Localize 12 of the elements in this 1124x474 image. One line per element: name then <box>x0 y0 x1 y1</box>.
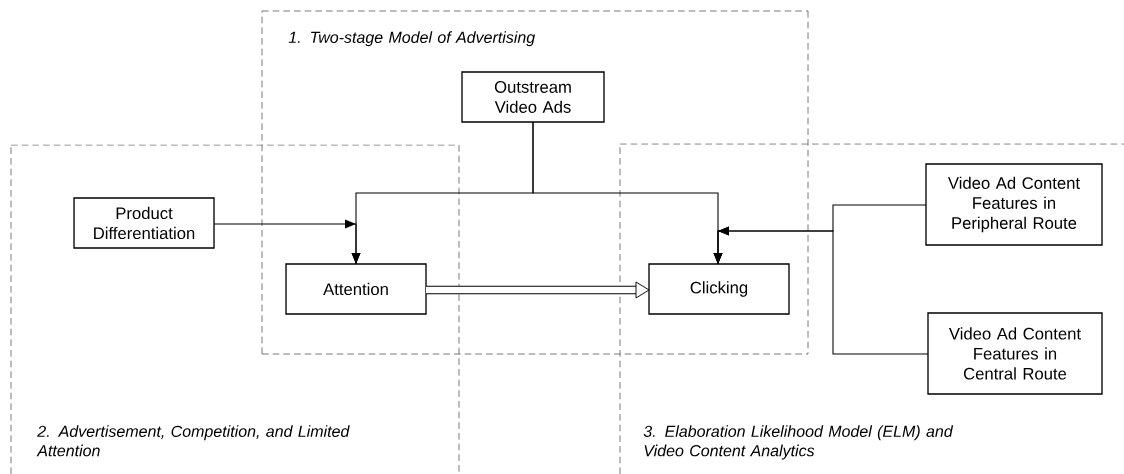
arrow <box>213 219 361 265</box>
region-title: 3. Elaboration Likelihood Model (ELM) and Video Content Analytics <box>643 425 954 460</box>
process-box: Clicking <box>648 263 790 315</box>
arrow <box>713 226 929 355</box>
process-box: Video Ad Content Features in Peripheral Route <box>925 163 1103 246</box>
process-box: Outstream Video Ads <box>461 71 605 123</box>
region-title: 1. Two-stage Model of Advertising <box>288 31 535 47</box>
process-box: Attention <box>285 263 427 315</box>
process-box: Product Differentiation <box>73 197 215 249</box>
process-box: Video Ad Content Features in Central Route <box>927 312 1103 395</box>
region-title: 2. Advertisement, Competition, and Limited Attention <box>36 425 350 457</box>
arrow <box>426 281 650 299</box>
